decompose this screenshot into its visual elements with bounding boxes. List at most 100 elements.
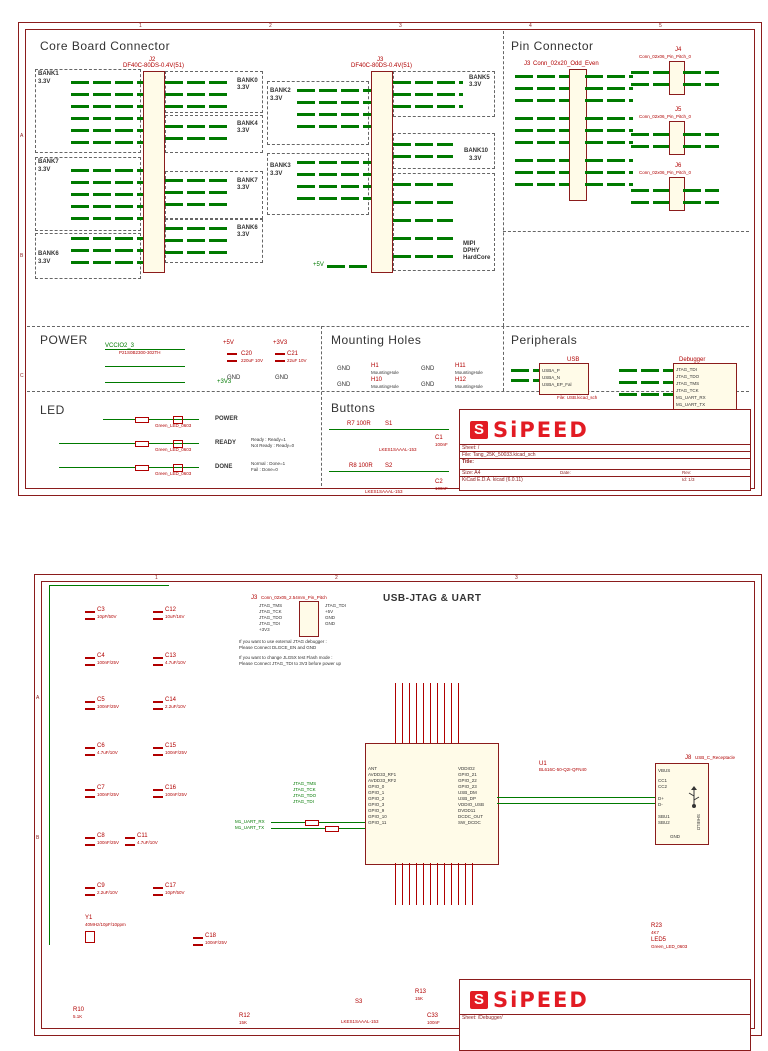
sipeed-logo-icon: S (470, 421, 488, 439)
net-bus (585, 159, 633, 162)
bank10-box (393, 133, 495, 169)
j2-ref: J2 (149, 57, 156, 63)
sipeed-logo: S SiPEED (470, 988, 589, 1012)
net-bus (393, 143, 453, 146)
j6-pin-header (669, 177, 685, 211)
net-bus (631, 133, 669, 136)
net-bus (683, 145, 719, 148)
c1-ref: C1 (435, 435, 443, 441)
usb-icon (688, 786, 700, 808)
net-bus (297, 101, 371, 104)
bank10-label: BANK10 (464, 148, 489, 154)
vccio-label: VCCIO2_3 (105, 343, 135, 349)
power-3v3-label: +3V3 (217, 379, 232, 385)
debugger-hier-sheet[interactable]: JTAG_TDI JTAG_TDO JTAG_TMS JTAG_TCK M1_U… (673, 363, 737, 411)
s1-part: LKES1SAAAL-153 (379, 447, 417, 452)
net-bus (71, 193, 143, 196)
cap-left (85, 747, 95, 756)
bank10-voltage: 3.3V (469, 156, 482, 162)
net-bus (511, 369, 539, 372)
tb-title: Title: (460, 458, 750, 465)
sipeed-logo-text: SiPEED (493, 988, 589, 1012)
bank1-voltage: 3.3V (38, 79, 51, 85)
net-bus (71, 129, 143, 132)
cap-ref: C4 (97, 653, 105, 659)
jtag-pin: JTAG_TCK (259, 609, 282, 614)
h1-gnd: GND (337, 366, 351, 372)
net-bus (619, 393, 673, 396)
u1-pin-right: GPIO_21 (458, 772, 477, 777)
net-bus (165, 81, 231, 84)
j8-pin: D+ (658, 796, 664, 801)
grid-tick: B (36, 835, 40, 841)
net-bus (71, 81, 143, 84)
j8-usb-c-connector: VBUS CC1 CC2 D+ D- SBU1 SBU2 GND SHIELD (655, 763, 709, 845)
mipi-box (393, 173, 495, 271)
bank4-voltage: 3.3V (237, 128, 250, 134)
cap-right (153, 611, 163, 620)
usb-pin: USBA_N (542, 375, 561, 380)
net-bus (683, 133, 719, 136)
ready-note: Ready : Ready=1 Not Ready : Ready=0 (251, 437, 295, 448)
c21-value: 22uF 10V (287, 358, 307, 363)
net-bus (631, 189, 669, 192)
cap-ref: C13 (165, 653, 177, 659)
j8-pin: CC2 (658, 784, 668, 789)
led-resistor (135, 417, 149, 423)
jtag-pin-r: GND (325, 621, 335, 626)
bank1-label: BANK1 (38, 71, 59, 77)
sipeed-logo-text: SiPEED (493, 418, 589, 442)
sheet-1-border (25, 29, 755, 489)
cap-left (85, 887, 95, 896)
net-bus (631, 201, 669, 204)
c20-value: 220uF 10V (241, 358, 264, 363)
c20-capacitor (227, 353, 237, 362)
bank2-label: BANK2 (270, 88, 291, 94)
h12-ref: H12 (455, 377, 467, 383)
bank1-box (35, 69, 141, 153)
h12-gnd: GND (421, 382, 435, 388)
j6-part: Conn_02x06_Pin_Pitch_0 (639, 170, 692, 175)
tb-file: File: Tang_25K_50033.kicad_sch (460, 451, 750, 458)
cap-ref: C14 (165, 697, 177, 703)
u1-pin-left: ANT (368, 766, 377, 771)
divider (503, 31, 504, 326)
bank3-label: BANK3 (270, 163, 291, 169)
usb-wire (497, 803, 655, 804)
led-wire (59, 443, 199, 444)
bank5-label: BANK5 (469, 75, 490, 81)
ferrite-part: P21S0B2300-302TH (119, 350, 161, 355)
cap-val: 100nF/25V (97, 792, 120, 797)
cap-val: 2.2uF/10V (165, 704, 186, 709)
cap-val: 100nF/25V (97, 660, 120, 665)
jtag-pin-r: +5V (325, 609, 334, 614)
net-bus (393, 201, 453, 204)
net-bus (585, 183, 633, 186)
power-5v-label: +5V (223, 340, 234, 346)
tb-kicad: KiCad E.D.A. kicad (6.0.11) (460, 476, 750, 483)
net-bus (515, 87, 569, 90)
c20-gnd: GND (227, 375, 241, 381)
r10-value: 5.1K (73, 1014, 83, 1019)
net-bus (165, 239, 231, 242)
usb-hier-sheet[interactable]: USBA_P USBA_N USBA_EP_Fal (539, 363, 589, 395)
h12-label: MountingHole (455, 384, 483, 389)
cap-val: 2.2uF/10V (97, 890, 118, 895)
r12-ref: R12 (239, 1013, 251, 1019)
net-bus (71, 181, 143, 184)
net-bus (393, 93, 463, 96)
s2-part: LKES1SAAAL-153 (365, 489, 403, 494)
jtag-pin: JTAG_TMS (259, 603, 283, 608)
net-bus (585, 117, 633, 120)
u1-pin-left: GPIO_10 (368, 814, 387, 819)
h11-label: MountingHole (455, 370, 483, 375)
u1-pin-left: GPIO_9 (368, 808, 385, 813)
dbg-pin: JTAG_TCK (676, 388, 699, 393)
net-bus (515, 117, 569, 120)
cap-ref: C11 (137, 833, 148, 839)
cap-left (85, 701, 95, 710)
j5-pin-header (669, 121, 685, 155)
uart-net: M1_UART_TX (235, 825, 265, 830)
led-power (173, 416, 183, 424)
title-block-1: S SiPEED Sheet: / File: Tang_25K_50033.k… (459, 409, 751, 491)
